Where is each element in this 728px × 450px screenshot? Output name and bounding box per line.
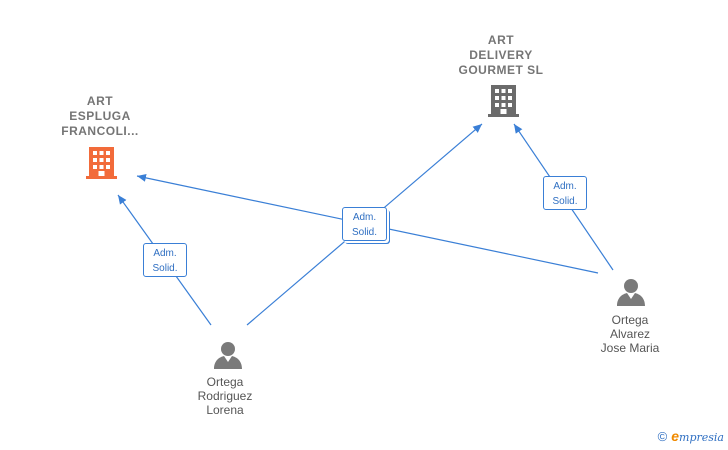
building-icon[interactable] bbox=[488, 84, 519, 118]
brand-footer: ©empresia bbox=[658, 428, 724, 444]
person-label-jose-maria[interactable]: Ortega Alvarez Jose Maria bbox=[600, 313, 660, 355]
role-badge-line2: Solid. bbox=[552, 196, 578, 207]
role-badge[interactable]: Adm. Solid. bbox=[342, 207, 387, 241]
role-badge-line1: Adm. bbox=[553, 181, 577, 192]
role-badge-line2: Solid. bbox=[152, 263, 178, 274]
brand-logo-text: mpresia bbox=[679, 431, 724, 444]
building-icon[interactable] bbox=[86, 146, 117, 180]
company-label-delivery[interactable]: ART DELIVERY GOURMET SL bbox=[458, 33, 544, 77]
company-label-espluga[interactable]: ART ESPLUGA FRANCOLI... bbox=[61, 94, 139, 138]
person-icon[interactable] bbox=[616, 277, 646, 307]
role-badge-line1: Adm. bbox=[352, 212, 377, 223]
role-badge-line1: Adm. bbox=[153, 248, 177, 259]
brand-logo-initial: e bbox=[671, 428, 680, 444]
role-badge-line2: Solid. bbox=[351, 227, 377, 238]
role-badge[interactable]: Adm. Solid. bbox=[543, 176, 587, 210]
person-icon[interactable] bbox=[213, 340, 243, 370]
copyright-symbol: © bbox=[657, 429, 668, 444]
role-badge[interactable]: Adm. Solid. bbox=[143, 243, 187, 277]
person-label-lorena[interactable]: Ortega Rodriguez Lorena bbox=[197, 375, 253, 417]
